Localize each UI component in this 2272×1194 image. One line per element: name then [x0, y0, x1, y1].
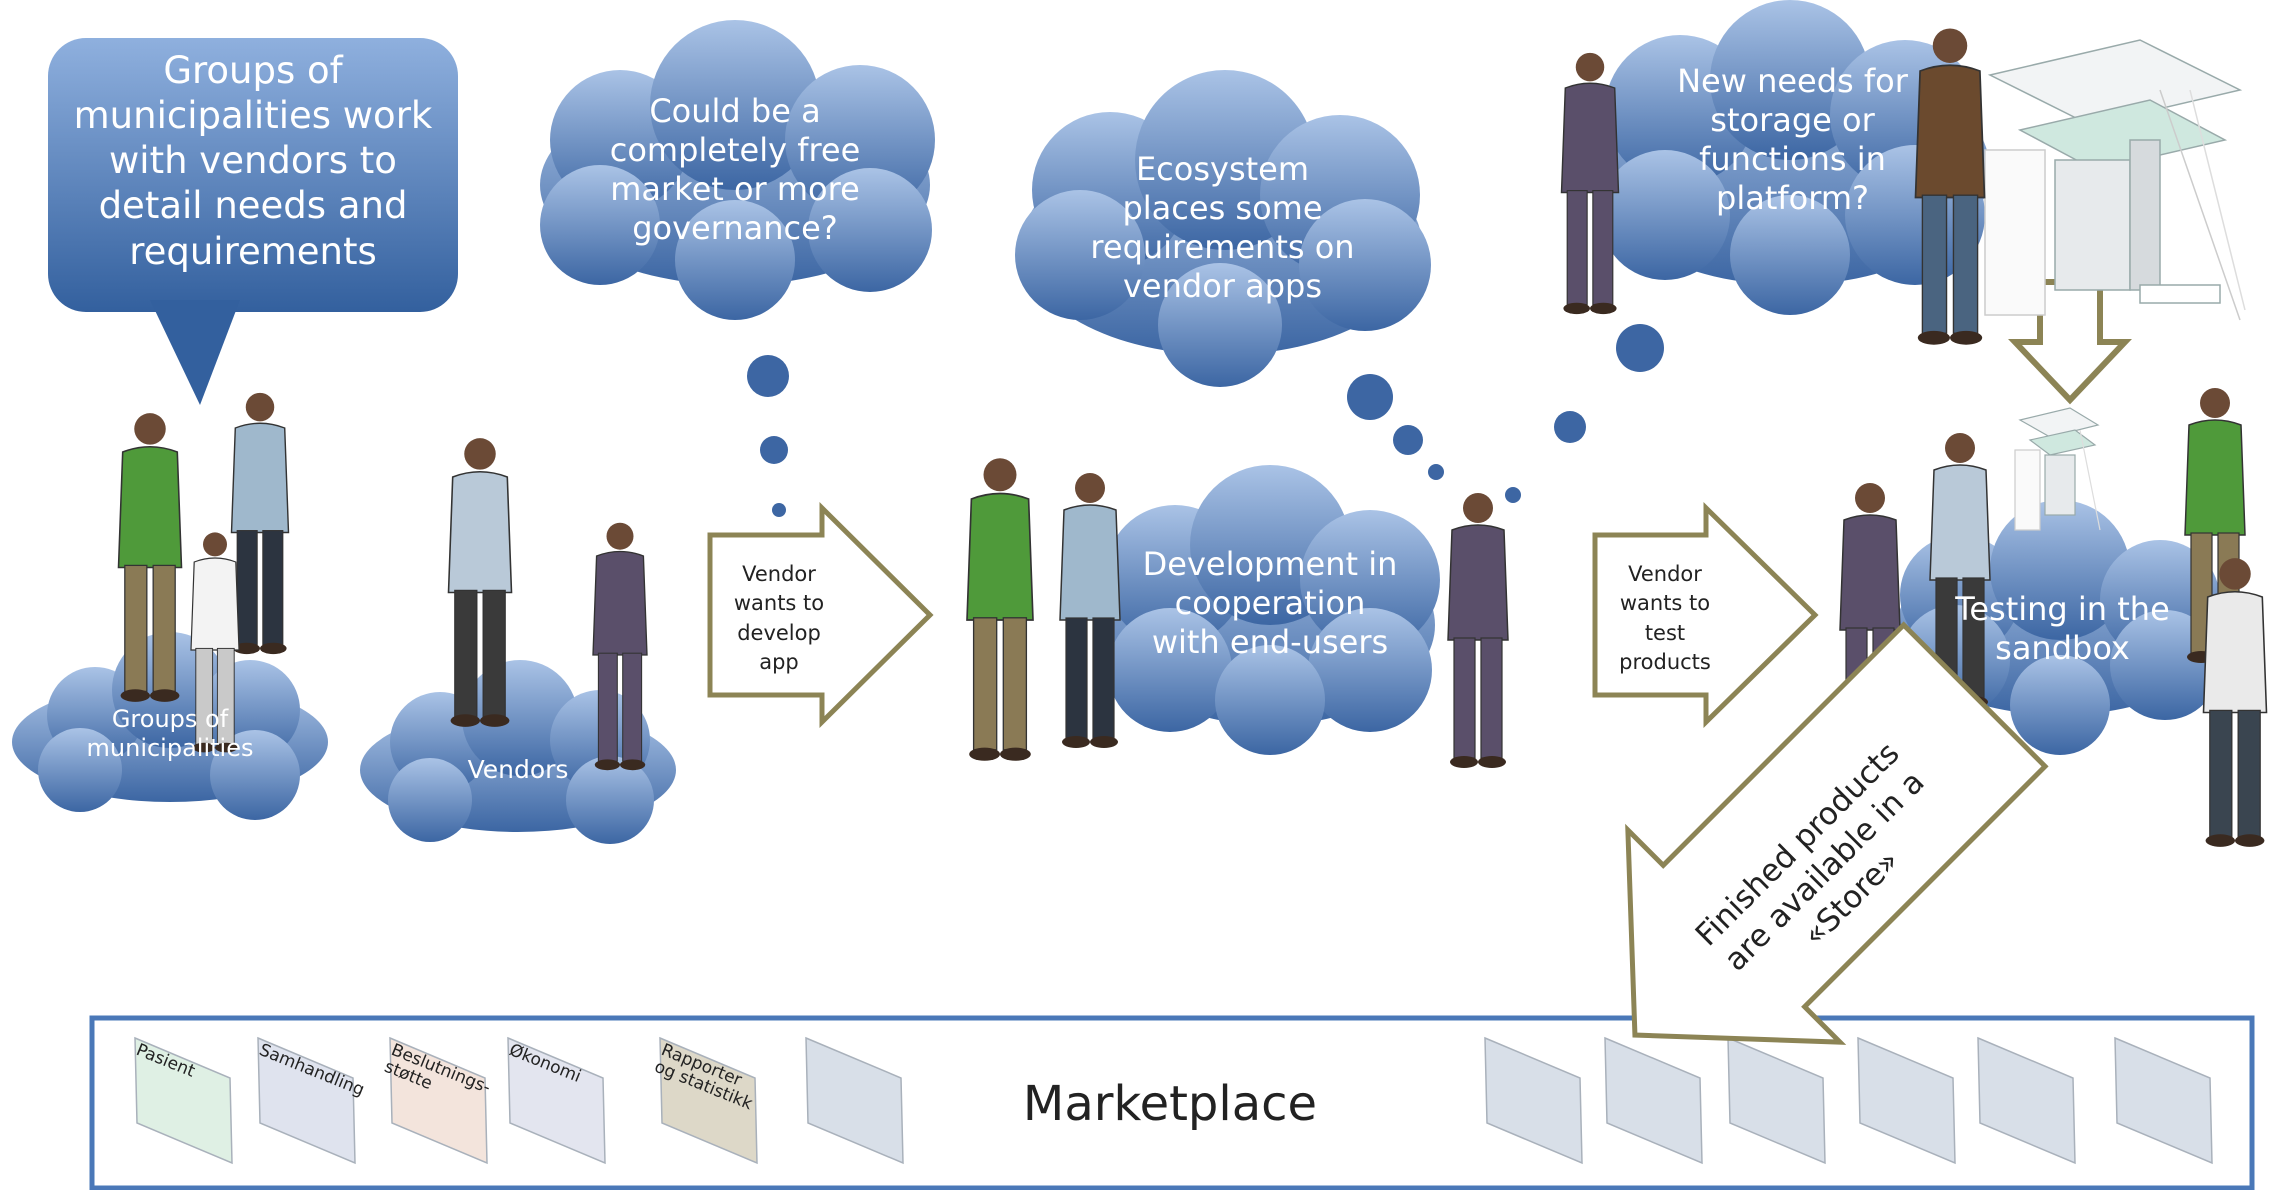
person-figure: [2202, 558, 2268, 847]
marketplace-tile[interactable]: [2114, 1036, 2213, 1165]
cloud-free-market: [540, 20, 935, 320]
marketplace-tiles: [134, 1036, 2213, 1165]
arrow-develop: [707, 502, 934, 728]
person-figure: [447, 438, 513, 727]
marketplace-tile[interactable]: [134, 1036, 233, 1165]
marketplace-tile[interactable]: [1857, 1036, 1956, 1165]
person-figure: [1447, 493, 1509, 768]
marketplace-tile[interactable]: [659, 1036, 758, 1165]
thought-dots: [747, 324, 1664, 517]
marketplace-tile[interactable]: [1604, 1036, 1703, 1165]
marketplace-tile[interactable]: [257, 1036, 356, 1165]
marketplace-tile[interactable]: [389, 1036, 488, 1165]
person-figure: [1059, 473, 1121, 748]
marketplace-tile[interactable]: [1727, 1036, 1826, 1165]
person-figure: [230, 392, 290, 655]
person-figure: [966, 458, 1034, 761]
person-figure: [1839, 483, 1901, 758]
marketplace-tile[interactable]: [507, 1036, 606, 1165]
cloud-development: [1105, 465, 1440, 755]
marketplace-tile[interactable]: [805, 1036, 904, 1165]
person-figure: [1914, 28, 1986, 345]
server-illustration-small: [2014, 407, 2101, 531]
arrow-test: [1592, 502, 1819, 728]
person-figure: [190, 532, 240, 753]
marketplace-tile[interactable]: [1977, 1036, 2076, 1165]
server-illustration-large: [1984, 39, 2246, 321]
marketplace-tile[interactable]: [1484, 1036, 1583, 1165]
callout-bubble: [48, 38, 458, 405]
person-figure: [117, 413, 183, 702]
cloud-ecosystem: [1015, 70, 1431, 387]
person-figure: [592, 522, 648, 771]
person-figure: [1560, 52, 1620, 315]
